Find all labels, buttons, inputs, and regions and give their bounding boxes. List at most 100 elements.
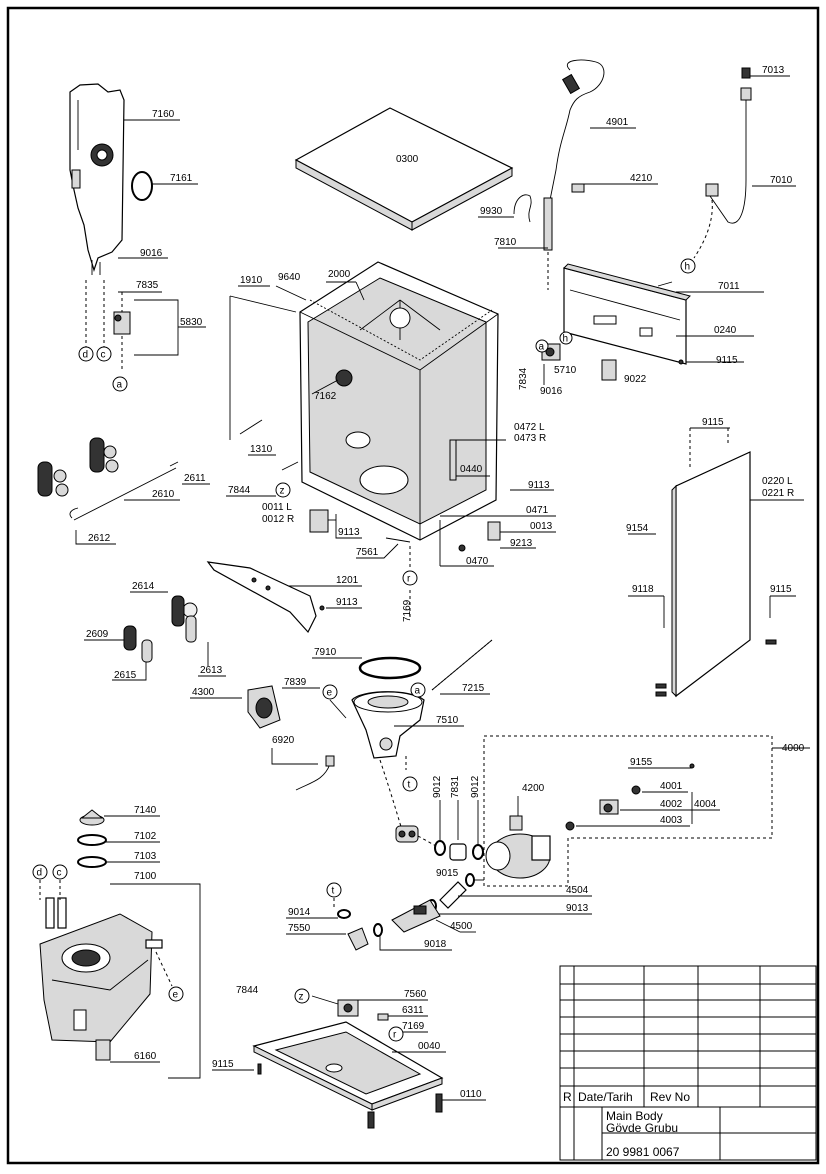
label-4500: 4500 [450,921,473,932]
label-7100: 7100 [134,871,157,882]
marker-h-back: h [559,331,573,345]
part-4901-cable [547,59,605,211]
label-7550: 7550 [288,923,311,934]
svg-text:r: r [407,574,411,585]
label-2613: 2613 [200,665,223,676]
label-4300: 4300 [192,687,215,698]
part-0040-base-tray [252,1021,444,1111]
label-9016-b: 9016 [540,386,563,397]
svg-text:h: h [685,262,691,273]
marker-a-back: a [535,339,549,353]
part-4200-motor [509,796,523,831]
svg-text:e: e [173,990,179,1001]
marker-c-top: c [96,346,112,362]
part-7010-hose [709,96,747,224]
tb-rev-label: Rev No [650,1090,690,1104]
label-2614: 2614 [132,581,155,592]
part-manifold-connector [395,825,419,843]
part-wheels-left [37,437,119,497]
label-9213: 9213 [510,538,533,549]
part-7103-seal [77,856,107,868]
label-7161: 7161 [170,173,193,184]
label-9154: 9154 [626,523,649,534]
label-0013: 0013 [530,521,553,532]
tb-r-label: R [563,1090,572,1104]
part-7550-elbow [347,927,369,951]
part-4500-pipe [391,899,441,933]
label-4210: 4210 [630,173,653,184]
label-7140: 7140 [134,805,157,816]
part-0110-foot [435,1093,443,1113]
label-7102: 7102 [134,831,157,842]
svg-text:d: d [37,868,43,879]
label-7810: 7810 [494,237,517,248]
label-9012-b: 9012 [470,775,481,798]
marker-h-top: h [680,258,696,274]
svg-text:c: c [57,868,62,879]
part-2610-rail [73,467,177,521]
part-0011-hinge [309,509,329,533]
part-0300-top-cover [294,107,514,231]
group-4000-box [483,735,773,887]
label-1201: 1201 [336,575,359,586]
label-9015: 9015 [436,868,459,879]
label-9118: 9118 [632,584,654,595]
svg-text:r: r [393,1030,397,1041]
label-6311: 6311 [402,1005,424,1016]
label-0012: 0012 R [262,514,294,525]
label-7560: 7560 [404,989,427,1000]
svg-text:a: a [117,380,123,391]
label-7844: 7844 [228,485,251,496]
marker-d-top: d [78,346,94,362]
part-7215-hose [431,639,493,691]
label-9155: 9155 [630,757,653,768]
marker-t-mid: t [402,776,418,792]
label-9115-b: 9115 [702,417,724,428]
part-2614-wheel-set [123,595,198,663]
svg-text:e: e [327,688,333,699]
label-0440: 0440 [460,464,483,475]
label-0040: 0040 [418,1041,441,1052]
label-9930: 9930 [480,206,503,217]
label-0471: 0471 [526,505,549,516]
part-4000-pump-motor [485,833,551,879]
label-2609: 2609 [86,629,109,640]
label-6920: 6920 [272,735,295,746]
tb-name-tr: Gövde Grubu [606,1121,678,1135]
label-7215: 7215 [462,683,485,694]
tb-name-en: Main Body [606,1109,663,1123]
label-0240: 0240 [714,325,737,336]
marker-e-low: e [168,986,184,1002]
label-0110: 0110 [460,1089,482,1100]
label-7169: 7169 [402,599,413,622]
label-7910: 7910 [314,647,337,658]
part-1910-gasket [229,295,297,313]
label-7844-b: 7844 [236,985,259,996]
label-5830: 5830 [180,317,203,328]
label-1310: 1310 [250,444,273,455]
label-1910: 1910 [240,275,263,286]
part-4210-clip [571,183,585,193]
label-9113-b: 9113 [338,527,360,538]
svg-text:a: a [539,342,545,353]
part-4504-hose [439,881,467,909]
label-4000: 4000 [782,743,805,754]
label-7162: 7162 [314,391,337,402]
part-4002-impeller [599,799,619,815]
part-1310-strip [239,419,263,435]
svg-text:z: z [299,992,304,1003]
label-2611: 2611 [184,473,206,484]
label-7831: 7831 [450,775,461,798]
svg-text:t: t [408,780,411,791]
label-9115-d: 9115 [212,1059,234,1070]
label-7169-b: 7169 [402,1021,425,1032]
marker-r-mid: r [402,570,418,586]
svg-text:t: t [332,886,335,897]
part-0013-hinge [487,521,501,541]
label-0470: 0470 [466,556,489,567]
svg-text:h: h [563,334,569,345]
label-7561: 7561 [356,547,379,558]
label-9022: 9022 [624,374,647,385]
part-2000-tub [299,261,499,541]
